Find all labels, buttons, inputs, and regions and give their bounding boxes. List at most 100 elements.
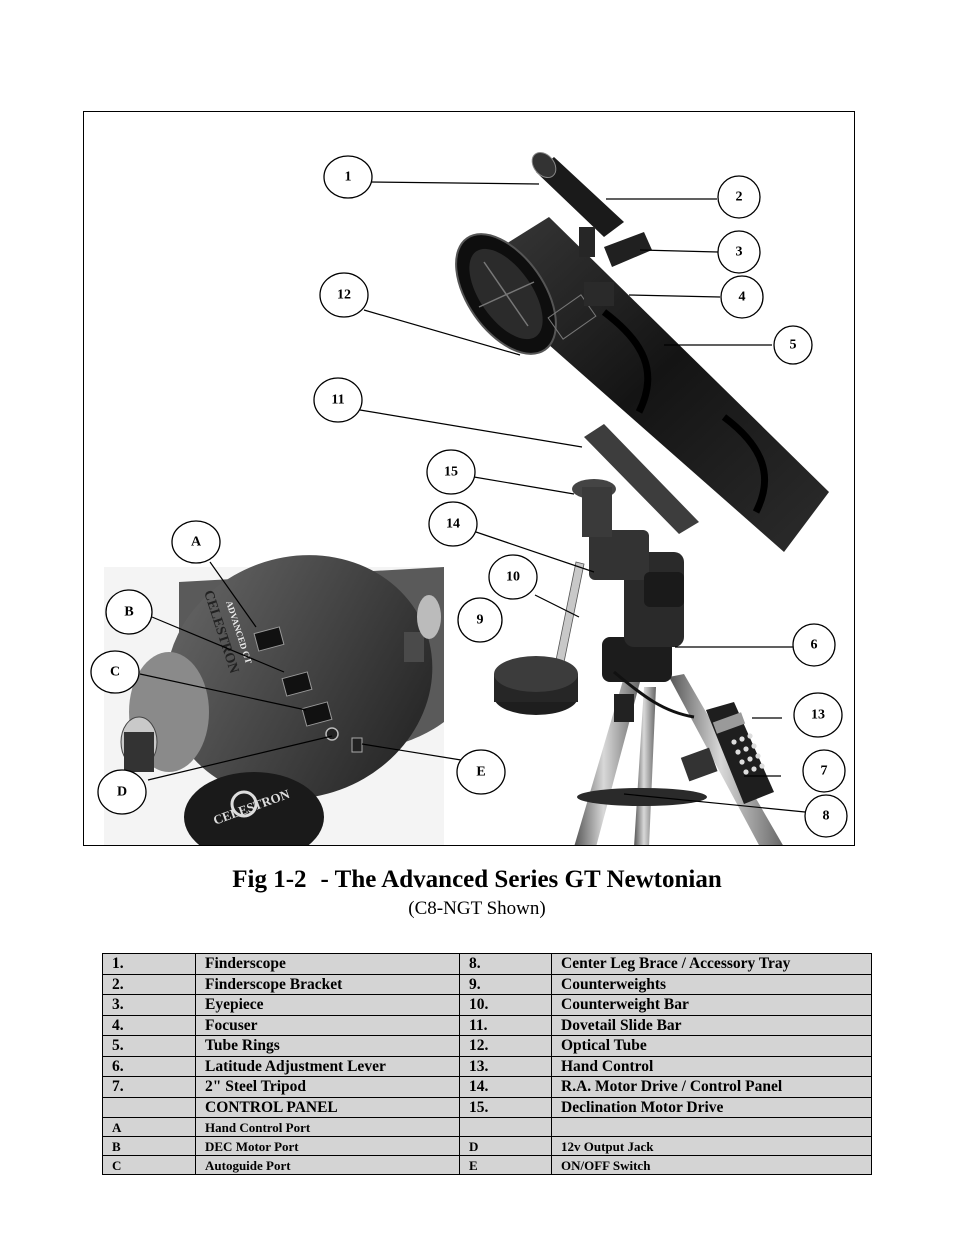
callout-15: 15	[426, 449, 476, 495]
legend-part-cell: Declination Motor Drive	[551, 1096, 872, 1118]
callout-label: 6	[811, 638, 818, 653]
legend-part-cell: Eyepiece	[195, 994, 460, 1016]
legend-part-cell	[551, 1117, 872, 1137]
legend-part-cell: Latitude Adjustment Lever	[195, 1055, 460, 1077]
legend-key-cell: 13.	[459, 1055, 552, 1077]
callout-label: 4	[739, 290, 746, 305]
callout-label: 13	[811, 708, 825, 723]
hand-control	[613, 670, 774, 804]
callout-d: D	[97, 769, 147, 815]
callout-label: 15	[444, 465, 458, 480]
legend-part-cell: Hand Control	[551, 1055, 872, 1077]
legend-part-cell: CONTROL PANEL	[195, 1096, 460, 1118]
callout-10: 10	[488, 554, 538, 600]
legend-part-cell: 12v Output Jack	[551, 1136, 872, 1156]
callout-c: C	[90, 650, 140, 694]
legend-key-cell: 4.	[102, 1014, 196, 1036]
legend-part-cell: Tube Rings	[195, 1035, 460, 1057]
legend-part-cell: Autoguide Port	[195, 1155, 460, 1175]
legend-key-cell: 1.	[102, 953, 196, 975]
callout-3: 3	[717, 230, 761, 274]
equatorial-mount	[572, 479, 684, 682]
callout-4: 4	[720, 275, 764, 319]
finderscope	[531, 151, 652, 306]
legend-key-cell: 12.	[459, 1035, 552, 1057]
counterweights	[494, 561, 585, 715]
callout-label: 8	[823, 809, 830, 824]
callout-1: 1	[323, 155, 373, 199]
legend-key-cell: 7.	[102, 1076, 196, 1098]
legend-key-cell: 15.	[459, 1096, 552, 1118]
tripod	[574, 674, 783, 845]
callout-2: 2	[717, 175, 761, 219]
callout-e: E	[456, 749, 506, 795]
callout-label: 14	[446, 517, 460, 532]
leader-lines	[139, 181, 806, 813]
legend-key-cell: 5.	[102, 1035, 196, 1057]
callout-label: 2	[736, 190, 743, 205]
legend-part-cell: Dovetail Slide Bar	[551, 1014, 872, 1036]
legend-key-cell	[102, 1096, 196, 1118]
callout-label: 9	[477, 613, 484, 628]
callout-label: 5	[790, 338, 797, 353]
legend-part-cell: ON/OFF Switch	[551, 1155, 872, 1175]
callout-13: 13	[793, 692, 843, 738]
callout-8: 8	[804, 794, 848, 838]
callout-label: E	[476, 765, 485, 780]
legend-key-cell: 11.	[459, 1014, 552, 1036]
legend-part-cell: DEC Motor Port	[195, 1136, 460, 1156]
callout-label: C	[110, 665, 120, 680]
callout-14: 14	[428, 501, 478, 547]
legend-part-cell: Counterweight Bar	[551, 994, 872, 1016]
callout-label: 12	[337, 288, 351, 303]
legend-key-cell: 6.	[102, 1055, 196, 1077]
legend-part-cell: Hand Control Port	[195, 1117, 460, 1137]
legend-key-cell: A	[102, 1117, 196, 1137]
figure-number: Fig 1-2	[232, 866, 307, 893]
legend-key-cell: 9.	[459, 973, 552, 995]
legend-key-cell: 10.	[459, 994, 552, 1016]
callout-b: B	[105, 589, 153, 635]
callout-9: 9	[457, 597, 503, 643]
legend-part-cell: Finderscope	[195, 953, 460, 975]
callout-label: 10	[506, 570, 520, 585]
legend-part-cell: 2" Steel Tripod	[195, 1076, 460, 1098]
figure-frame: CELESTRON CELESTRON ADVANCED GT	[83, 111, 855, 846]
callout-label: 7	[821, 764, 828, 779]
legend-key-cell: 14.	[459, 1076, 552, 1098]
legend-key-cell: 8.	[459, 953, 552, 975]
callout-label: 11	[331, 393, 344, 408]
figure-subtitle: (C8-NGT Shown)	[408, 898, 546, 919]
callout-11: 11	[313, 377, 363, 423]
legend-key-cell: B	[102, 1136, 196, 1156]
callout-a: A	[171, 520, 221, 564]
legend-part-cell: R.A. Motor Drive / Control Panel	[551, 1076, 872, 1098]
callout-label: A	[191, 535, 202, 550]
callout-label: 3	[736, 245, 743, 260]
figure-title-text: - The Advanced Series GT Newtonian	[320, 866, 722, 893]
callout-label: D	[117, 785, 127, 800]
legend-key-cell: 3.	[102, 994, 196, 1016]
legend-key-cell: 2.	[102, 973, 196, 995]
legend-key-cell	[459, 1117, 552, 1137]
figure-title: Fig 1-2 - The Advanced Series GT Newtonia…	[0, 866, 954, 894]
optical-tube	[455, 217, 829, 552]
legend-part-cell: Optical Tube	[551, 1035, 872, 1057]
legend-part-cell: Finderscope Bracket	[195, 973, 460, 995]
callout-5: 5	[773, 325, 813, 365]
control-panel-inset: CELESTRON CELESTRON ADVANCED GT	[104, 555, 444, 845]
callout-7: 7	[802, 749, 846, 793]
legend-part-cell: Counterweights	[551, 973, 872, 995]
callout-label: B	[124, 605, 133, 620]
